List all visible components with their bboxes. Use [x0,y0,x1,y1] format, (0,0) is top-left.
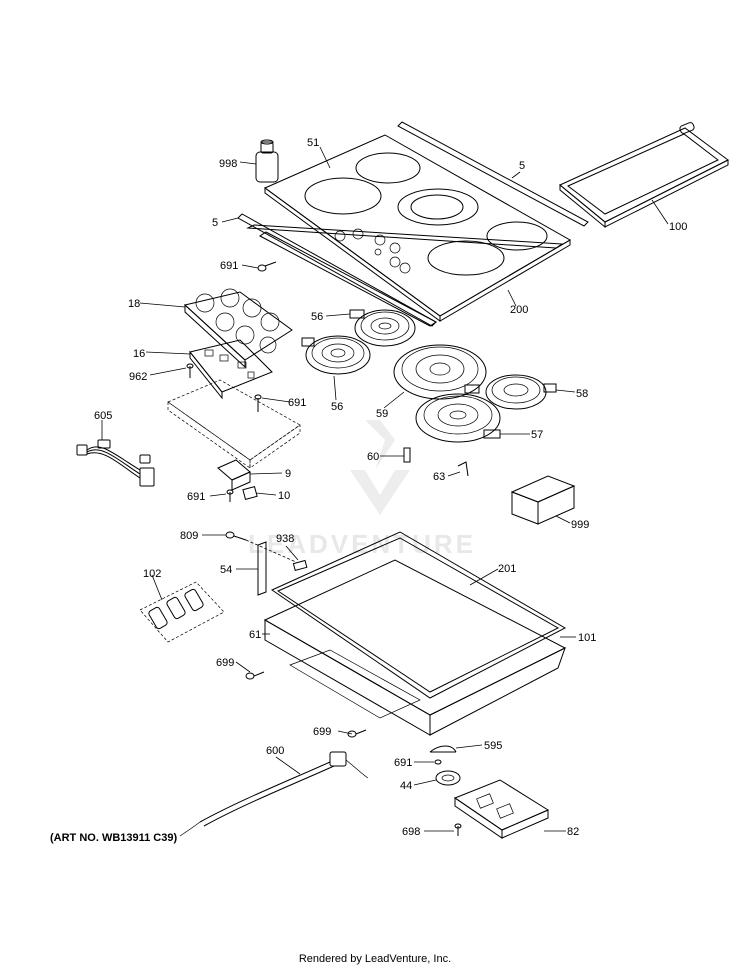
part-595-clamp [429,745,457,753]
callout-9: 9 [285,468,291,480]
callout-10: 10 [278,490,290,502]
art-number-label: (ART NO. WB13911 C39) [50,832,178,844]
callout-102: 102 [143,568,161,580]
part-101-chassis [263,559,567,736]
part-699-screw-lower [347,729,367,738]
callout-labels: 998 51 5 5 100 691 200 18 56 16 962 691 … [94,137,687,838]
part-82-control-module [453,779,550,839]
callout-691-top: 691 [220,260,238,272]
part-10-bracket [242,486,258,500]
callout-600: 600 [266,745,284,757]
part-691-screw-low [226,489,234,502]
part-938-clip [292,559,308,572]
callout-691-bottom: 691 [394,757,412,769]
callout-691-mid: 691 [288,397,306,409]
callout-699-lower: 699 [313,726,331,738]
part-58-element-right [485,374,557,410]
part-102-terminal-block [139,581,225,643]
callout-59: 59 [376,408,388,420]
callout-699-upper: 699 [216,657,234,669]
callout-44: 44 [400,780,412,792]
part-18-control-board [183,288,293,369]
callout-101: 101 [578,632,596,644]
callout-691-low: 691 [187,491,205,503]
leader-lines [101,146,669,832]
part-605-wire-harness [76,439,155,487]
part-698-screw [454,823,462,836]
callout-999: 999 [571,519,589,531]
callout-16: 16 [133,348,145,360]
callout-100: 100 [669,221,687,233]
part-63-clip [457,461,469,477]
part-600-power-cord [179,751,369,837]
footer-credit: Rendered by LeadVenture, Inc. [298,953,452,965]
callout-595: 595 [484,740,502,752]
callout-18: 18 [128,298,140,310]
callout-698: 698 [402,826,420,838]
part-54-bracket [257,541,267,596]
part-56-element-lower [301,335,371,375]
part-962-screw [186,363,194,378]
part-201-gasket [270,531,567,699]
callout-938: 938 [276,533,294,545]
part-691-screw-top [257,261,277,272]
part-61-base-pan [289,649,421,719]
callout-58: 58 [576,388,588,400]
callout-200: 200 [510,304,528,316]
callout-63: 63 [433,471,445,483]
callout-60: 60 [367,451,379,463]
callout-56-upper: 56 [311,311,323,323]
part-809-screw [225,531,247,541]
part-16-control-board [189,339,273,400]
watermark-text: LEADVENTURE [248,529,476,559]
watermark-logo [350,420,410,515]
part-56-element-upper [349,309,416,347]
part-5-trim-strip-right [397,121,589,227]
control-bracket [167,379,301,469]
part-44-bushing [435,770,461,786]
callout-962: 962 [129,371,147,383]
callout-56-lower: 56 [331,401,343,413]
callout-54: 54 [220,564,232,576]
callout-5-left: 5 [212,217,218,229]
callout-61: 61 [249,629,261,641]
callout-57: 57 [531,429,543,441]
part-51-glass-cooktop [264,134,572,322]
callout-998: 998 [219,158,237,170]
callout-5-right: 5 [519,160,525,172]
part-57-element-front [415,393,501,443]
part-59-element-large [393,344,487,400]
part-200-lower-trim [246,224,564,327]
callout-51: 51 [307,137,319,149]
callout-809: 809 [180,530,198,542]
part-691-screw-mid [254,394,262,412]
callout-201: 201 [498,563,516,575]
callout-82: 82 [567,826,579,838]
part-999-kit-box [510,475,576,525]
part-60-sensor [403,447,411,463]
part-998-cleaner-bottle [255,139,279,183]
part-100-griddle [559,122,729,229]
part-691-screw-bottom [434,759,442,765]
callout-605: 605 [94,410,112,422]
part-9-switch-bracket [217,459,251,491]
part-699-screw-upper [245,671,265,680]
